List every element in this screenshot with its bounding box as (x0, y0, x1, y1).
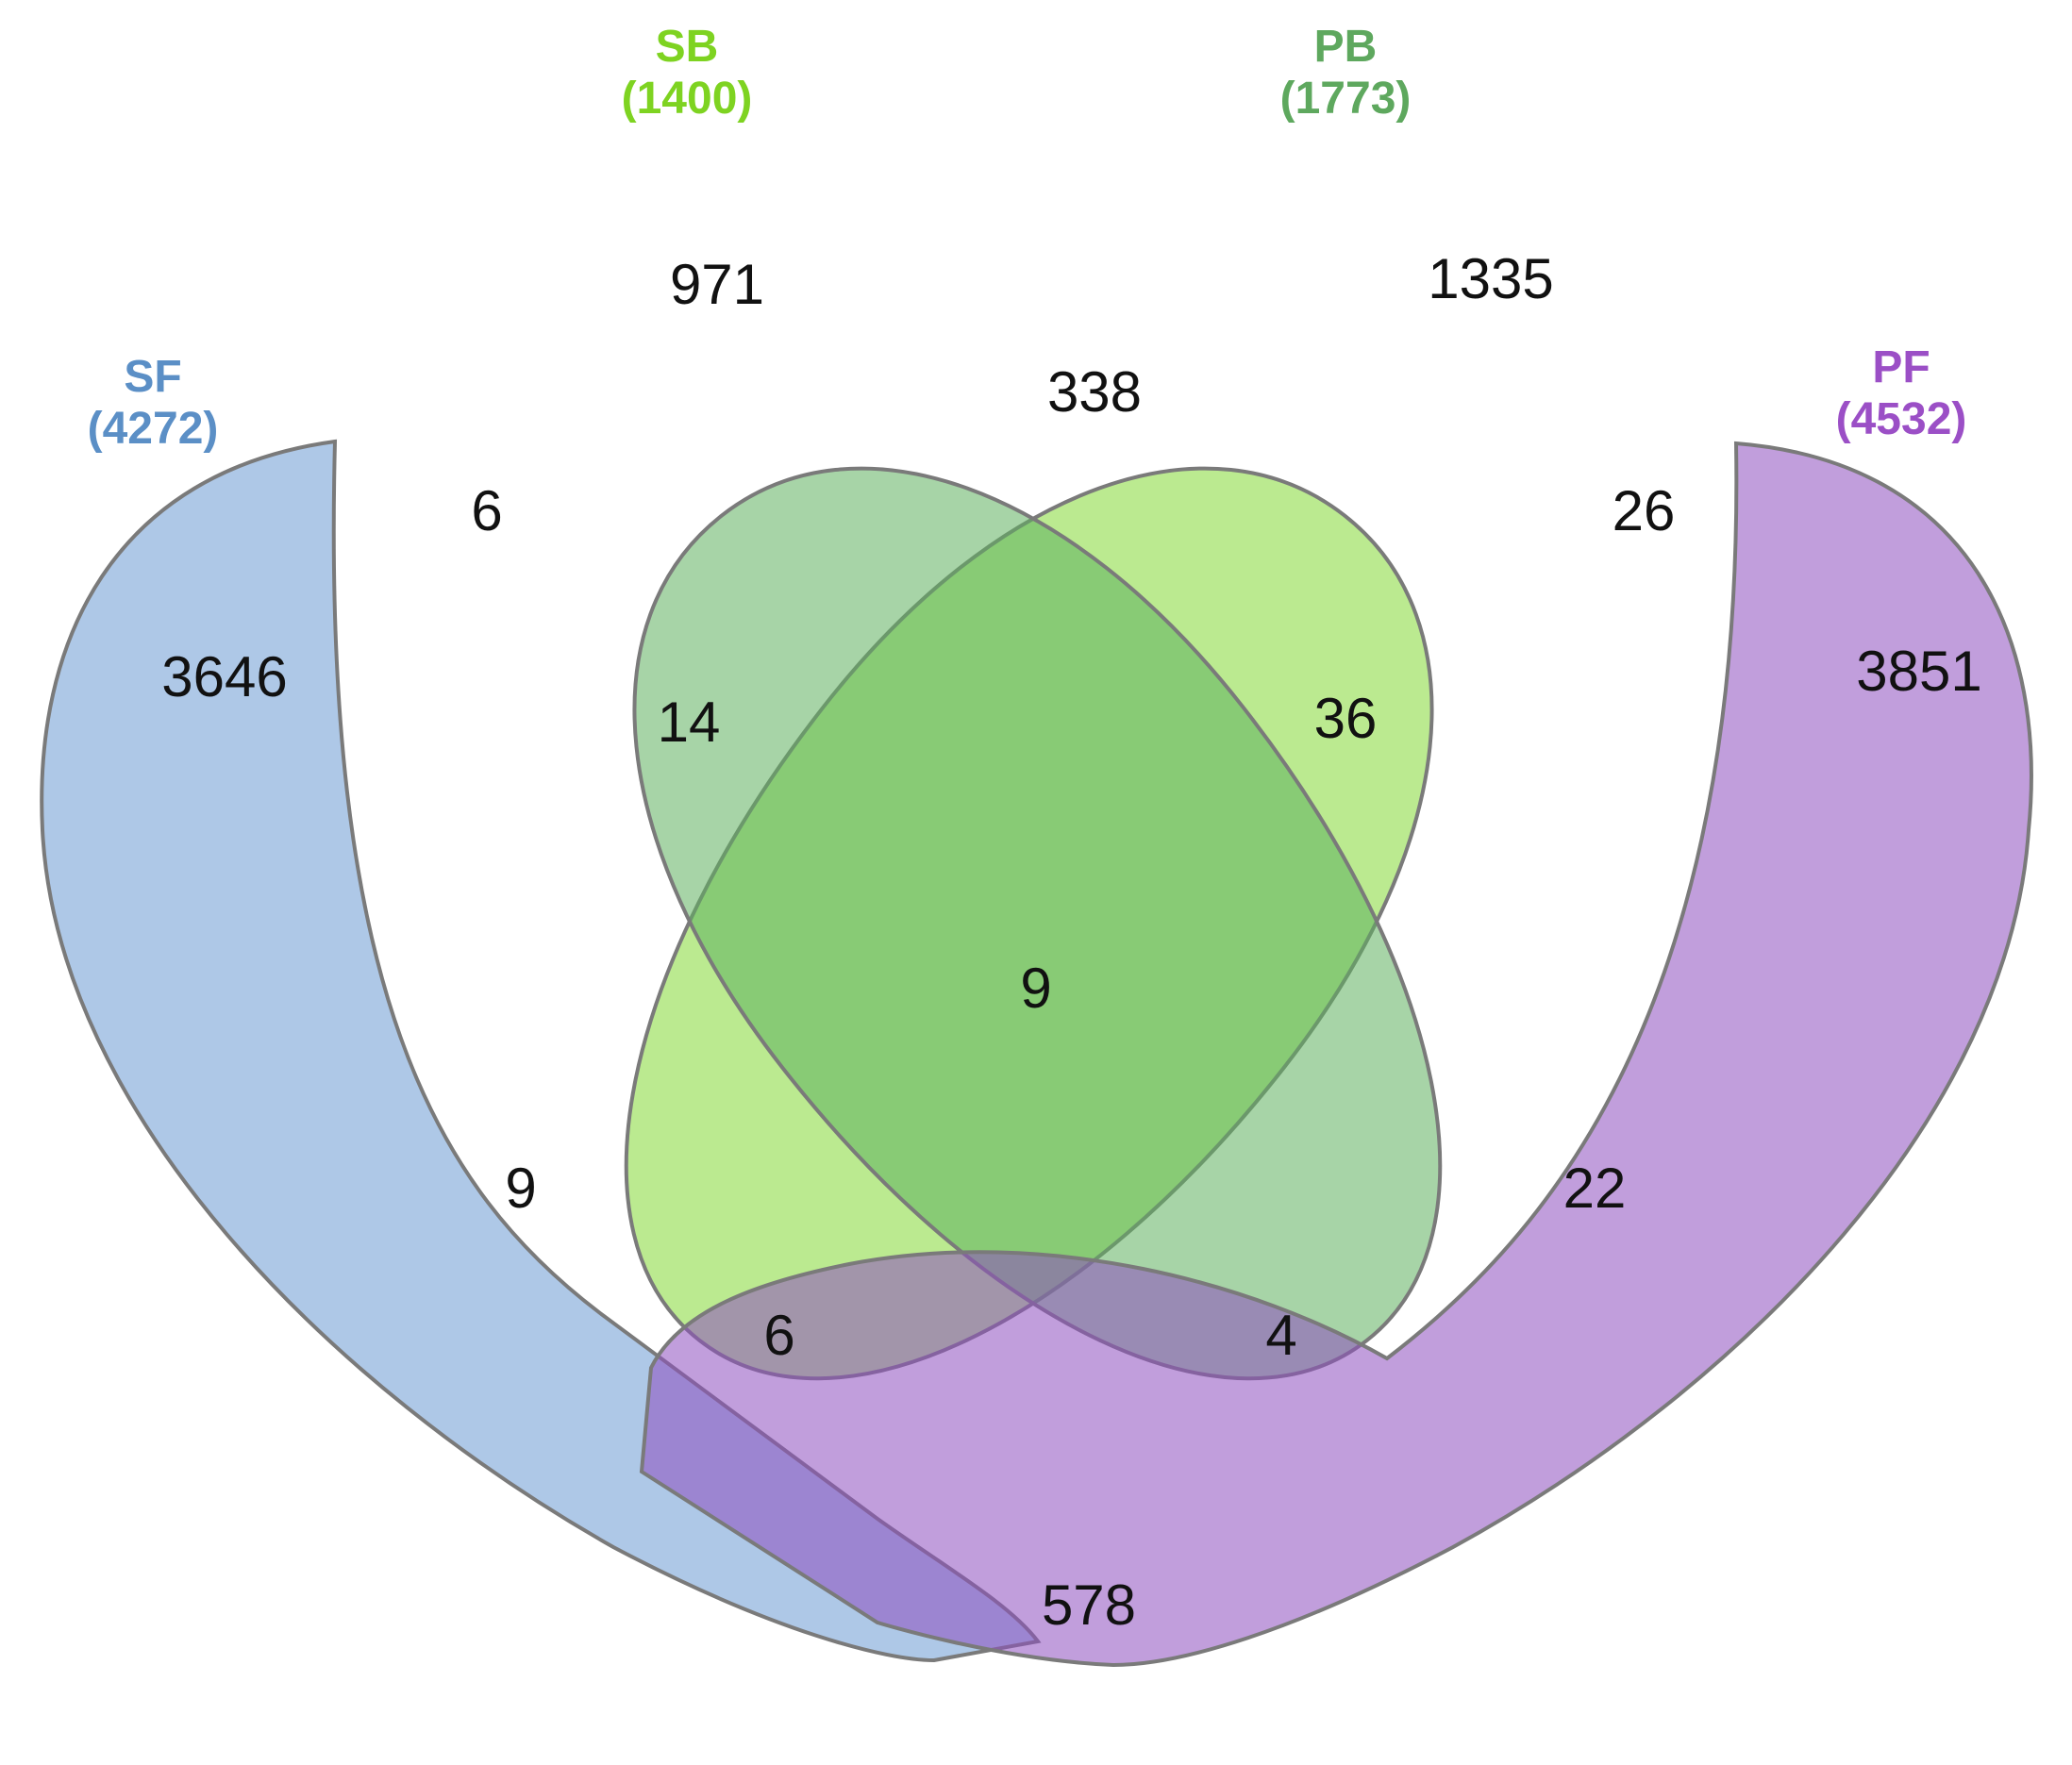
set-pb-shape (632, 466, 1443, 1381)
set-pf-name: PF (1872, 342, 1930, 392)
set-pb-count: (1773) (1280, 74, 1412, 124)
region-pf-only: 3851 (1856, 640, 1981, 703)
set-sf-count: (4272) (88, 404, 219, 454)
set-pb-name: PB (1314, 22, 1378, 72)
set-sf-shape (40, 439, 1042, 1663)
region-sf-sb: 6 (471, 479, 502, 542)
region-pb-only: 1335 (1428, 247, 1553, 310)
region-sb-pb-pf: 36 (1314, 687, 1378, 750)
region-sf-sb-pb: 14 (658, 691, 721, 754)
region-sf-pf: 578 (1042, 1574, 1136, 1637)
set-sb-count: (1400) (622, 74, 753, 124)
set-sf-name: SF (124, 352, 181, 402)
set-pf-shape (639, 441, 2033, 1668)
region-sf-pb: 9 (505, 1157, 536, 1220)
set-pf-count: (4532) (1836, 394, 1967, 444)
region-sf-pb-pf: 6 (763, 1304, 794, 1367)
region-sb-pf: 22 (1563, 1157, 1627, 1220)
region-sf-sb-pf: 4 (1265, 1304, 1296, 1367)
region-all: 9 (1020, 957, 1051, 1020)
region-sf-only: 3646 (161, 645, 287, 708)
region-pb-pf: 26 (1612, 479, 1676, 542)
region-sb-only: 971 (670, 253, 764, 316)
region-sb-pb: 338 (1047, 360, 1142, 424)
set-sb-name: SB (656, 22, 719, 72)
